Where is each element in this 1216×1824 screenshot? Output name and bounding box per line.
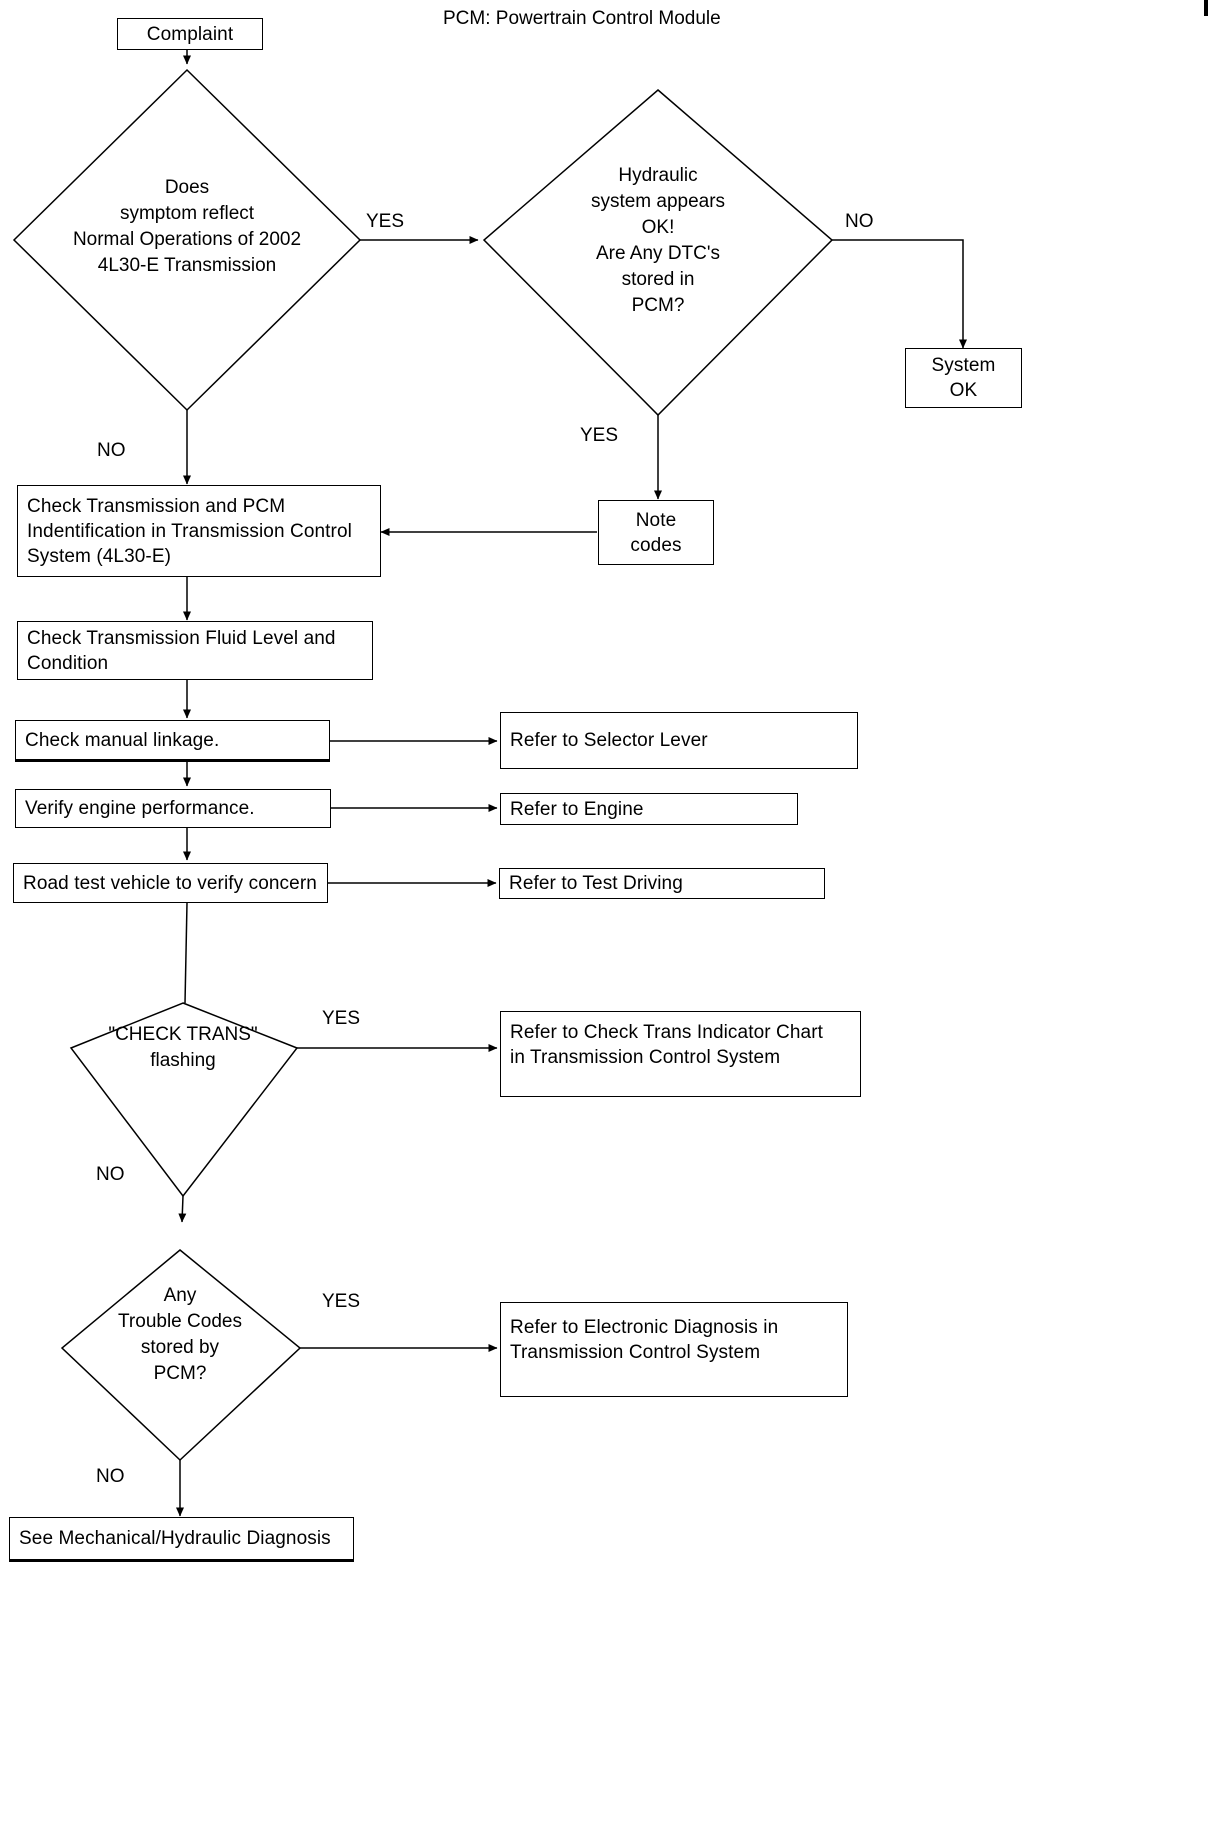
node-road-test-label: Road test vehicle to verify concern xyxy=(23,872,317,894)
node-decision-normal-operations[interactable]: Does symptom reflect Normal Operations o… xyxy=(34,168,340,286)
edge-label-yes-check-trans: YES xyxy=(322,1008,361,1029)
edge-label-no-normal-operations: NO xyxy=(97,440,126,461)
node-refer-engine[interactable]: Refer to Engine xyxy=(500,793,798,825)
page-edge-tick xyxy=(1204,0,1208,16)
node-see-mechanical-hydraulic-diagnosis[interactable]: See Mechanical/Hydraulic Diagnosis xyxy=(9,1517,354,1562)
edge-label-no-check-trans: NO xyxy=(96,1164,125,1185)
edge-label-yes-trouble-codes: YES xyxy=(322,1291,361,1312)
node-decision-check-trans-flashing[interactable]: "CHECK TRANS" flashing xyxy=(85,1022,281,1074)
node-see-mechanical-hydraulic-diagnosis-label: See Mechanical/Hydraulic Diagnosis xyxy=(19,1528,331,1549)
node-decision-hydraulic[interactable]: Hydraulic system appears OK! Are Any DTC… xyxy=(540,165,776,317)
node-refer-electronic-diagnosis[interactable]: Refer to Electronic Diagnosis in Transmi… xyxy=(500,1302,848,1397)
edge-label-no-trouble-codes: NO xyxy=(96,1466,125,1487)
node-refer-electronic-diagnosis-label: Refer to Electronic Diagnosis in Transmi… xyxy=(510,1317,779,1363)
node-refer-check-trans-chart[interactable]: Refer to Check Trans Indicator Chart in … xyxy=(500,1011,861,1097)
edge-roadtest-to-decision3 xyxy=(184,902,188,1004)
edge-label-yes-normal-operations: YES xyxy=(366,211,405,232)
node-check-manual-linkage-label: Check manual linkage. xyxy=(25,729,220,751)
legend-pcm-note: PCM: Powertrain Control Module xyxy=(443,8,721,29)
node-check-transmission-pcm-id[interactable]: Check Transmission and PCM Indentificati… xyxy=(17,485,381,577)
node-road-test[interactable]: Road test vehicle to verify concern xyxy=(13,863,328,903)
node-decision-trouble-codes[interactable]: Any Trouble Codes stored by PCM? xyxy=(92,1282,268,1388)
node-decision-normal-operations-label: Does symptom reflect Normal Operations o… xyxy=(72,177,302,276)
edge-decision2-no xyxy=(832,239,967,349)
node-check-manual-linkage[interactable]: Check manual linkage. xyxy=(15,720,330,762)
node-decision-trouble-codes-label: Any Trouble Codes stored by PCM? xyxy=(118,1285,242,1384)
node-refer-check-trans-chart-label: Refer to Check Trans Indicator Chart in … xyxy=(510,1022,824,1068)
node-refer-engine-label: Refer to Engine xyxy=(510,798,644,820)
node-refer-test-driving[interactable]: Refer to Test Driving xyxy=(499,868,825,899)
node-refer-test-driving-label: Refer to Test Driving xyxy=(509,873,683,894)
edge-label-no-hydraulic: NO xyxy=(845,211,874,232)
edge-decision3-no xyxy=(178,1195,187,1223)
node-check-transmission-pcm-id-label: Check Transmission and PCM Indentificati… xyxy=(27,495,352,567)
node-check-fluid-label: Check Transmission Fluid Level and Condi… xyxy=(27,627,336,674)
node-complaint[interactable]: Complaint xyxy=(117,18,263,50)
node-system-ok[interactable]: System OK xyxy=(905,348,1022,408)
node-decision-hydraulic-label: Hydraulic system appears OK! Are Any DTC… xyxy=(590,165,726,316)
node-note-codes-label: Note codes xyxy=(630,509,682,556)
node-note-codes[interactable]: Note codes xyxy=(598,500,714,565)
node-verify-engine-performance-label: Verify engine performance. xyxy=(25,798,255,819)
node-complaint-label: Complaint xyxy=(146,23,234,45)
node-decision-check-trans-flashing-label: "CHECK TRANS" flashing xyxy=(108,1024,258,1071)
node-check-fluid[interactable]: Check Transmission Fluid Level and Condi… xyxy=(17,621,373,680)
node-refer-selector-lever[interactable]: Refer to Selector Lever xyxy=(500,712,858,769)
node-system-ok-label: System OK xyxy=(931,355,996,401)
node-verify-engine-performance[interactable]: Verify engine performance. xyxy=(15,789,331,828)
edge-label-yes-hydraulic: YES xyxy=(580,425,619,446)
node-refer-selector-lever-label: Refer to Selector Lever xyxy=(510,730,708,751)
